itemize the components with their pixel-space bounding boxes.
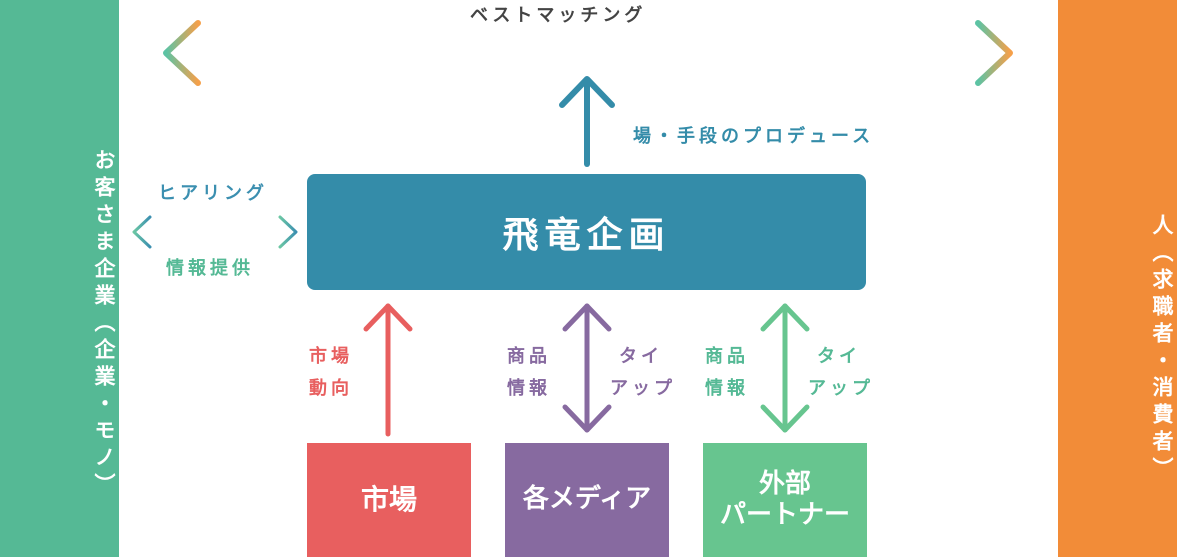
market-trend-label-2: 動向 (309, 378, 353, 399)
partner-product-info-label-1: 商品 (705, 346, 749, 367)
partner-box-label-1: 外部 (758, 468, 811, 499)
partner-tieup-label-2: アップ (808, 378, 874, 399)
hiryu-kikaku-box: 飛竜企画 (307, 174, 866, 290)
people-label: 人（求職者・消費者） (1150, 213, 1174, 484)
partner-box-label-2: パートナー (719, 500, 850, 530)
market-box-label: 市場 (360, 483, 417, 517)
media-double-arrow (562, 303, 612, 433)
hearing-label: ヒアリング (158, 183, 268, 204)
media-tieup-label-2: アップ (610, 378, 676, 399)
partner-product-info-label-2: 情報 (705, 378, 749, 399)
client-companies-panel: お客さま企業（企業・モノ） (0, 0, 119, 557)
best-matching-arrow (163, 20, 1013, 86)
media-product-info-label-1: 商品 (507, 346, 551, 367)
market-trend-label-1: 市場 (309, 346, 353, 367)
info-provide-label: 情報提供 (166, 258, 254, 279)
partner-double-arrow (760, 303, 810, 433)
produce-label: 場・手段のプロデュース (633, 126, 875, 147)
media-box: 各メディア (505, 443, 669, 557)
company-name: 飛竜企画 (502, 215, 671, 256)
hearing-double-arrow (132, 215, 298, 249)
market-box: 市場 (307, 443, 471, 557)
media-tieup-label-1: タイ (619, 346, 663, 367)
client-companies-label: お客さま企業（企業・モノ） (92, 149, 116, 500)
media-box-label: 各メディア (522, 484, 652, 515)
media-product-info-label-2: 情報 (507, 378, 551, 399)
people-panel: 人（求職者・消費者） (1058, 0, 1177, 557)
best-matching-label: ベストマッチング (470, 5, 647, 26)
partner-tieup-label-1: タイ (817, 346, 861, 367)
produce-up-arrow (559, 76, 615, 167)
market-up-arrow (363, 303, 413, 437)
partner-box: 外部 パートナー (703, 443, 867, 557)
